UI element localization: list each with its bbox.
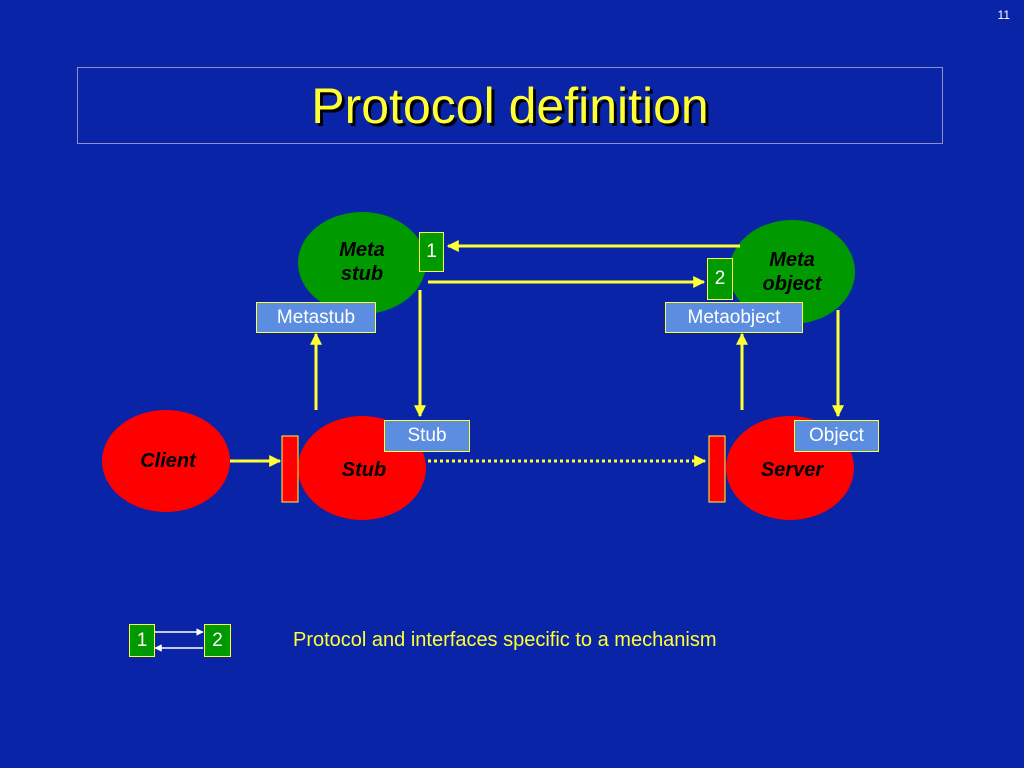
legend-description: Protocol and interfaces specific to a me… (293, 629, 717, 651)
client-ellipse (102, 410, 230, 512)
object-interface-box: Object (794, 420, 879, 452)
stub-interface-box: Stub (384, 420, 470, 452)
meta-stub-label: Meta stub (339, 239, 385, 285)
meta-object-label: Meta object (762, 249, 822, 295)
server-label: Server (760, 459, 824, 481)
metaobject-interface-box: Metaobject (665, 302, 803, 333)
protocol-step-2-box: 2 (707, 258, 733, 300)
title-frame: Protocol definition (77, 67, 943, 144)
page-number: 11 (997, 8, 1010, 22)
client-label: Client (140, 450, 196, 472)
meta-stub-ellipse (298, 212, 426, 314)
legend-step-1-box: 1 (129, 624, 155, 657)
server-interface-bar (708, 435, 726, 503)
legend-step-2-box: 2 (204, 624, 231, 657)
stub-label: Stub (341, 459, 387, 481)
slide-title: Protocol definition (311, 77, 709, 134)
metastub-interface-box: Metastub (256, 302, 376, 333)
stub-interface-bar (281, 435, 299, 503)
protocol-step-1-box: 1 (419, 232, 444, 272)
meta-object-ellipse (729, 220, 855, 324)
